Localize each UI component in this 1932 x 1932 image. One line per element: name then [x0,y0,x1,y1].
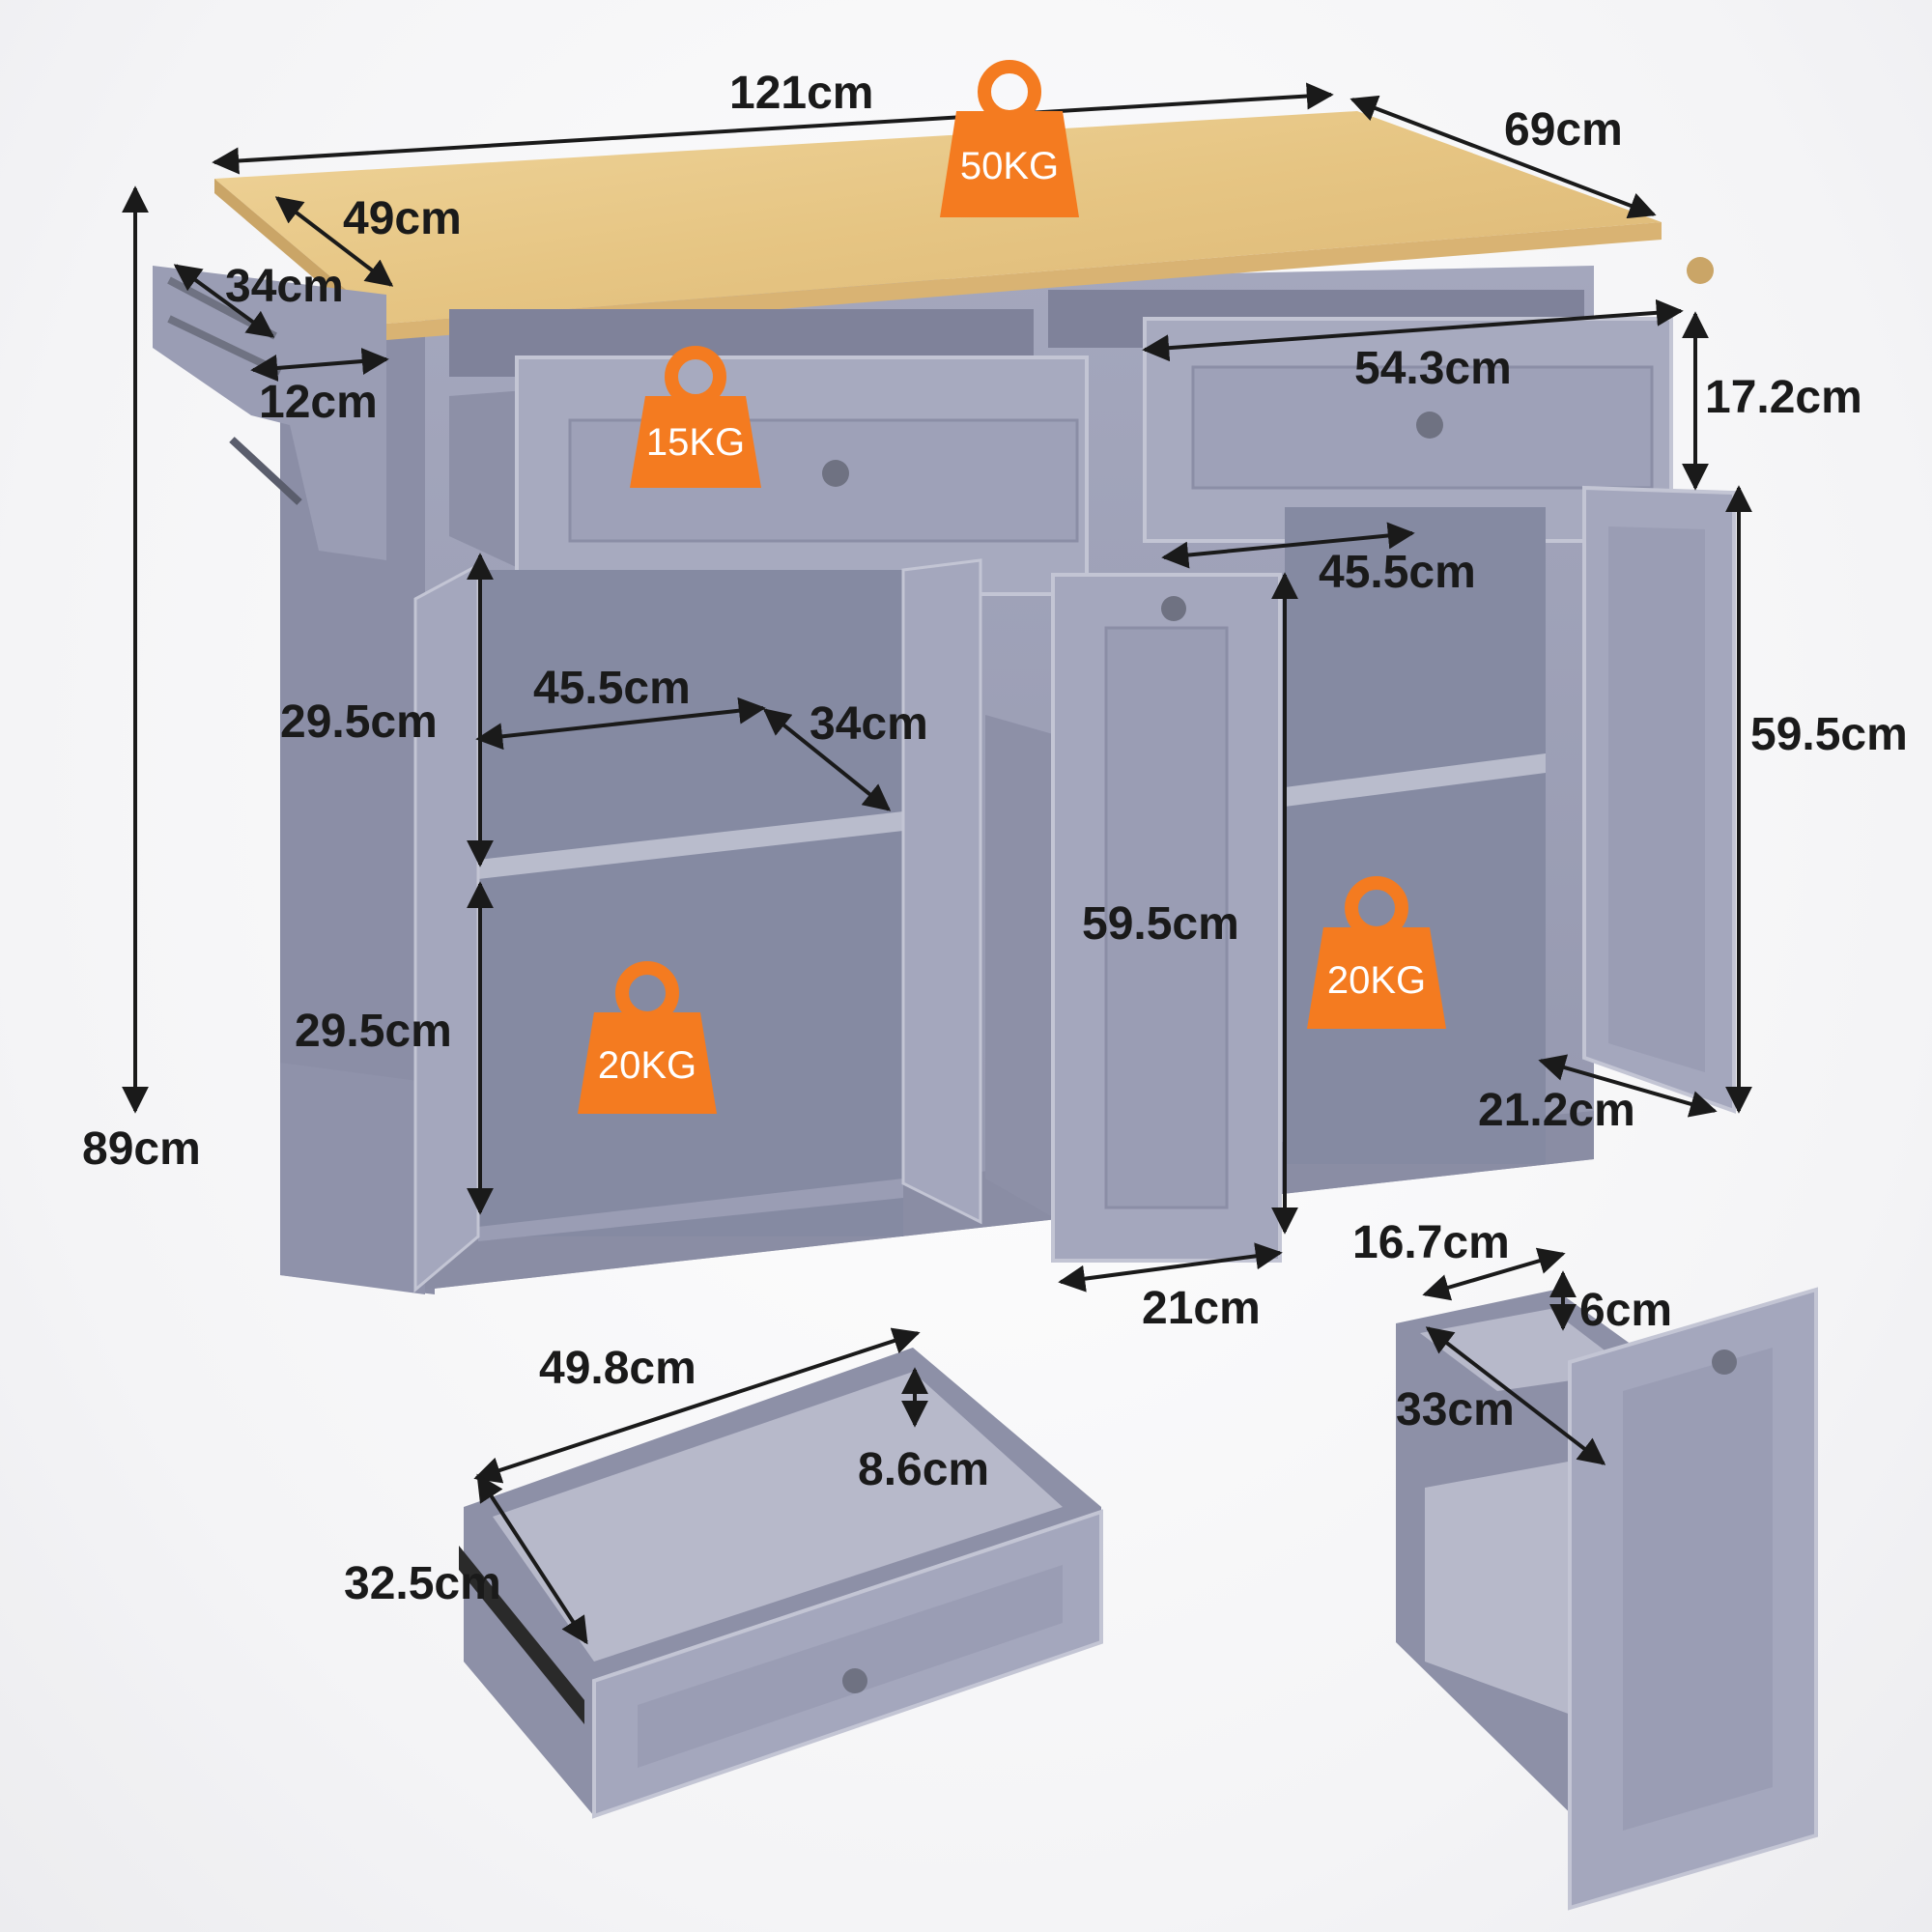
dimension-lines [122,82,1752,1645]
weight-badge-right-cabinet: 20KG [1307,876,1446,1029]
label-rack-gap: 12cm [259,377,378,428]
weight-icon-ring [978,60,1041,124]
label-pullout-detail-height: 6cm [1579,1285,1672,1336]
weight-icon [578,1012,717,1114]
left-outer-door [413,562,480,1293]
dimline-cabinet-inner-width [1161,522,1415,569]
pullout-detail-knob [1712,1350,1737,1375]
dimline-drawer-width [1142,298,1684,362]
dimline-rack-depth [274,196,394,287]
weight-badge-top: 50KG [940,60,1079,217]
dimline-pullout-detail-width [1422,1247,1566,1301]
side-hook-knob [1687,257,1714,284]
weight-icon [1307,927,1446,1029]
left-cabinet-floor [478,1179,903,1241]
weight-icon [940,111,1079,217]
left-cabinet-shelf [478,811,903,879]
left-cabinet-interior [478,570,903,1236]
label-rack-width: 34cm [225,261,344,312]
weight-badge-drawer: 15KG [630,346,761,488]
drawer-detail-knob [842,1668,867,1693]
label-right-door-height: 59.5cm [1750,709,1908,760]
label-top-width: 121cm [729,68,873,119]
label-drawer-detail-depth: 32.5cm [344,1558,501,1609]
pullout-knob [1161,596,1186,621]
label-drawer-detail-width: 49.8cm [539,1343,696,1394]
weight-icon [630,396,761,488]
dimline-left-shelf-depth [762,708,892,811]
dimline-drawer-detail-width [473,1327,921,1484]
label-right-door-width: 21.2cm [1478,1085,1635,1136]
pullout-detail-opening [1425,1459,1584,1719]
label-left-shelf-width: 45.5cm [533,663,691,714]
island-left-side [280,319,435,1294]
dimline-top-width [212,82,1334,175]
dimension-labels: 121cm 69cm 89cm 49cm 34cm 12cm 54.3cm 17… [82,68,1908,1609]
dimline-top-depth [1350,95,1657,219]
right-cabinet-interior [1285,507,1546,1164]
left-drawer-knob [822,460,849,487]
label-cabinet-inner-width: 45.5cm [1319,547,1476,598]
label-pullout-detail-depth: 33cm [1396,1384,1515,1435]
dimline-rack-gap [250,348,389,382]
right-cabinet-shelf [1285,753,1546,807]
label-rack-depth: 49cm [343,193,462,244]
dimline-drawer-detail-depth [476,1473,588,1645]
dimline-pullout-detail-depth [1425,1326,1606,1465]
island-plinth [280,1063,425,1294]
label-drawer-height: 17.2cm [1705,372,1862,423]
label-left-shelf-depth: 34cm [810,698,928,750]
left-inner-door [901,558,982,1225]
label-drawer-width: 54.3cm [1354,343,1512,394]
weight-badge-left-cabinet: 20KG [578,961,717,1114]
pullout-detail-door-panel [1623,1348,1773,1831]
kitchen-island [153,111,1736,1294]
weight-label-left-cabinet: 20KG [598,1044,696,1087]
label-top-depth: 69cm [1504,104,1623,156]
label-drawer-detail-height: 8.6cm [858,1444,989,1495]
label-pullout-width: 21cm [1142,1283,1261,1334]
right-open-door-panel [1608,526,1705,1072]
towel-bar-lower [229,437,302,505]
pullout-frame [985,715,1053,1217]
pullout-door-panel [1104,626,1229,1209]
dimline-right-door-width [1538,1054,1718,1118]
label-pullout-height: 59.5cm [1082,898,1239,950]
dimline-left-shelf-width [475,696,766,751]
label-left-upper-height: 29.5cm [280,696,438,748]
weight-label-top: 50KG [960,145,1059,187]
label-overall-height: 89cm [82,1123,201,1175]
dimline-pullout-width [1058,1242,1283,1293]
right-drawer-knob [1416,412,1443,439]
weight-label-drawer: 15KG [646,421,745,464]
label-left-lower-height: 29.5cm [295,1006,452,1057]
label-pullout-detail-width: 16.7cm [1352,1217,1510,1268]
pullout-detail [1396,1287,1818,1911]
weight-label-right-cabinet: 20KG [1327,959,1426,1002]
drawer-detail-front-panel [638,1565,1063,1768]
dimline-rack-width [173,264,275,338]
drawer-detail [459,1348,1103,1819]
